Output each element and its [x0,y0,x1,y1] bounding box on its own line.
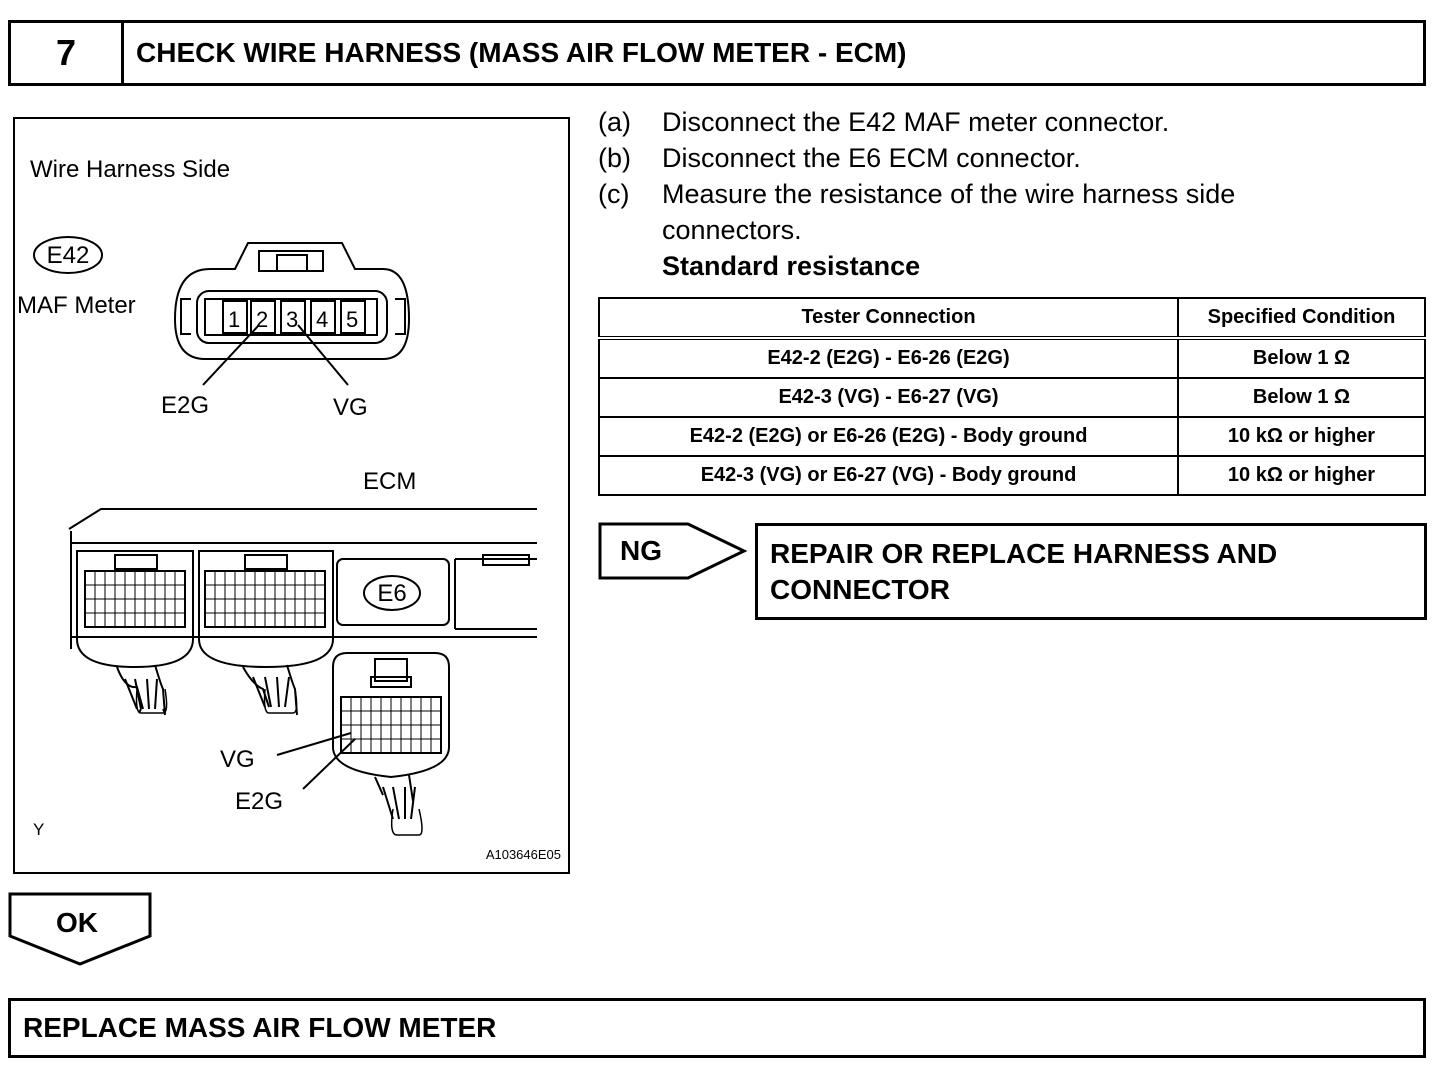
ok-arrow: OK [8,892,152,966]
procedure-steps: (a) Disconnect the E42 MAF meter connect… [598,104,1438,284]
resistance-table: Tester Connection Specified Condition E4… [598,297,1426,496]
corner-mark: Y [33,820,44,839]
e42-vg-label: VG [333,394,368,421]
e42-connector: 1 2 3 4 5 [173,242,411,360]
pin-4: 4 [316,307,328,332]
step-number: 7 [11,23,124,83]
ecm-label: ECM [363,468,416,495]
table-row: E42-2 (E2G) - E6-26 (E2G) Below 1 Ω [598,337,1426,379]
e42-code: E42 [47,242,90,269]
ng-action-line2: CONNECTOR [770,574,950,605]
figure-caption: Wire Harness Side [30,156,230,183]
table-header-row: Tester Connection Specified Condition [598,297,1426,340]
step-header: 7 CHECK WIRE HARNESS (MASS AIR FLOW METE… [8,20,1426,86]
header-tester-connection: Tester Connection [598,297,1179,340]
e6-code-badge [363,575,421,611]
ng-action-box: REPAIR OR REPLACE HARNESS AND CONNECTOR [755,523,1427,620]
maf-meter-label: MAF Meter [17,292,136,319]
e6-connector [332,652,450,836]
table-row: E42-2 (E2G) or E6-26 (E2G) - Body ground… [598,416,1426,457]
wiring-illustration: Wire Harness Side E42 MAF Meter 1 2 3 4 … [13,117,570,874]
header-specified-condition: Specified Condition [1177,297,1426,340]
pin-1: 1 [228,307,240,332]
connector-drawing: Wire Harness Side E42 MAF Meter 1 2 3 4 … [17,156,561,862]
ng-label: NG [620,535,662,566]
ok-action-box: REPLACE MASS AIR FLOW METER [8,998,1426,1058]
step-title: CHECK WIRE HARNESS (MASS AIR FLOW METER … [136,37,907,68]
step-b: (b) Disconnect the E6 ECM connector. [598,143,1081,173]
table-row: E42-3 (VG) - E6-27 (VG) Below 1 Ω [598,377,1426,418]
ng-arrow: NG [598,522,748,580]
figure-id: A103646E05 [486,847,561,862]
ok-label: OK [56,907,98,938]
pin-2: 2 [256,307,268,332]
step-a: (a) Disconnect the E42 MAF meter connect… [598,107,1170,137]
ecm-housing: E6 [68,508,537,716]
pin-5: 5 [346,307,358,332]
pin-3: 3 [286,307,298,332]
step-c: (c) Measure the resistance of the wire h… [598,179,1236,245]
e42-code-badge [33,236,103,274]
e6-vg-label: VG [220,746,255,773]
e6-code: E6 [377,580,406,607]
ng-action-line1: REPAIR OR REPLACE HARNESS AND [770,538,1278,569]
table-row: E42-3 (VG) or E6-27 (VG) - Body ground 1… [598,455,1426,496]
e6-e2g-label: E2G [235,788,283,815]
e42-e2g-label: E2G [161,392,209,419]
standard-resistance-label: Standard resistance [662,251,921,281]
